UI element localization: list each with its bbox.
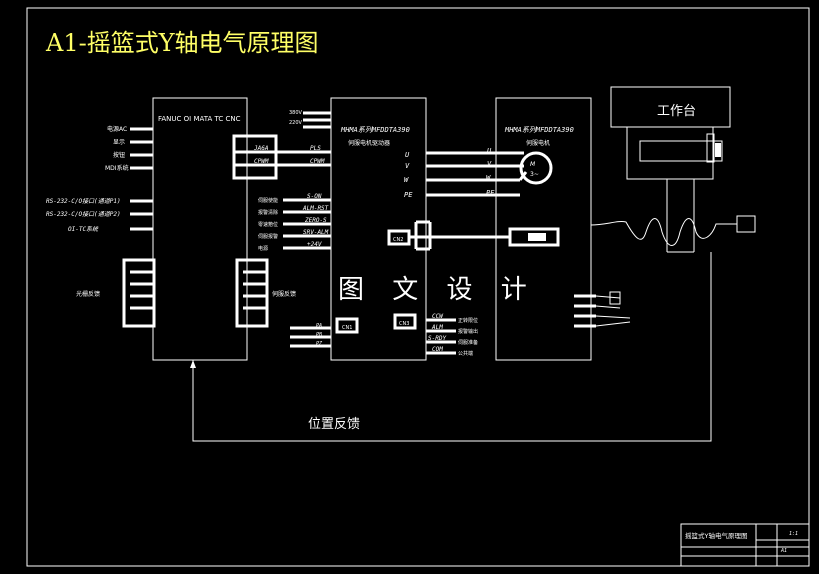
driver-bs-1: ALM xyxy=(431,324,443,331)
worktable-slide xyxy=(639,140,723,162)
driver-top-input-1: 220V xyxy=(289,120,303,126)
driver-subtitle: 伺服电机驱动器 xyxy=(348,139,390,147)
position-feedback-loop: 位置反馈 xyxy=(190,252,712,442)
driver-bsl-3: 公共端 xyxy=(458,350,473,357)
cnc-inputs: 电源AC 显示 按钮 MDI系统 RS-232-C/O接口(通道P1) RS-2… xyxy=(46,125,153,233)
driver-bsl-0: 正转限位 xyxy=(458,317,478,324)
worktable-base xyxy=(626,126,714,180)
driver-bs-2: S-RDY xyxy=(428,335,446,342)
driver-sig-right-0: PLS xyxy=(310,145,321,152)
driver-bs-3: COM xyxy=(432,346,443,353)
svg-text:3~: 3~ xyxy=(530,171,539,178)
servo-driver: MHMA系列MFDDTA390 伺服电机驱动器 380V 220V PLS CP… xyxy=(258,97,478,361)
motor-encoder xyxy=(508,227,560,247)
driver-name: MHMA系列MFDDTA390 xyxy=(340,126,410,134)
drawing-frame xyxy=(26,7,810,567)
motor-symbol xyxy=(519,151,553,185)
cnc-left-connector-label: 光栅反馈 xyxy=(76,290,100,298)
driver-pe: PE xyxy=(404,191,413,199)
cnc-jack-a: JA6A xyxy=(253,145,269,152)
servo-motor: MHMA系列MFDDTA390 伺服电机 U V W PE M 3~ xyxy=(409,97,631,361)
driver-w: W xyxy=(404,176,409,184)
cnc-left-connector xyxy=(122,258,156,328)
cnc-input-1: 显示 xyxy=(113,139,125,146)
title-block: 摇篮式Y轴电气原理图 1:1 A1 xyxy=(680,523,810,567)
driver-control-lines: 伺服使能 报警清除 零速箝位 伺服报警 电源 S-ON ALM-RST ZERO… xyxy=(258,193,331,252)
motor-name: MHMA系列MFDDTA390 xyxy=(504,126,574,134)
driver-bsl-2: 伺服准备 xyxy=(458,339,478,346)
ctrl-left-2: 零速箝位 xyxy=(258,221,278,228)
motor-limit-switches xyxy=(574,291,631,328)
cnc-rs-1: RS-232-C/O接口(通道P2) xyxy=(46,210,121,218)
motor-v: V xyxy=(487,160,492,168)
svg-text:M: M xyxy=(530,161,536,168)
cnc-right-connector-label: 伺服反馈 xyxy=(272,290,296,298)
cnc-input-3: MDI系统 xyxy=(105,164,129,172)
motor-w: W xyxy=(486,174,491,182)
ctrl-left-4: 电源 xyxy=(258,245,268,252)
cnc-label: FANUC OI MATA TC CNC xyxy=(158,115,241,123)
ctrl-right-0: S-ON xyxy=(307,193,322,200)
driver-v: V xyxy=(405,162,410,170)
driver-bs-0: CCW xyxy=(432,313,444,320)
ctrl-left-0: 伺服使能 xyxy=(258,197,278,204)
ctrl-right-2: ZERO-S xyxy=(304,217,327,224)
ctrl-left-1: 报警清除 xyxy=(258,209,278,216)
cnc-jack-box xyxy=(232,134,278,180)
screw-end-bearing xyxy=(736,215,756,233)
motor-subtitle: 伺服电机 xyxy=(526,139,550,147)
motor-pe: PE xyxy=(486,189,495,197)
ball-screw xyxy=(590,218,737,246)
driver-bsl-1: 报警输出 xyxy=(458,328,478,335)
driver-bottom-box-left-label: CN1 xyxy=(342,325,352,331)
driver-top-input-0: 380V xyxy=(289,110,303,116)
cnc-jack-b: CPWM xyxy=(254,158,269,165)
cnc-input-2: 按钮 xyxy=(113,151,125,159)
motor-box xyxy=(495,97,592,361)
driver-bottom-box-left xyxy=(335,317,359,334)
feedback-label: 位置反馈 xyxy=(308,417,360,432)
driver-bl-0: PA xyxy=(316,323,322,329)
cnc-rs-0: RS-232-C/O接口(通道P1) xyxy=(46,197,121,205)
cnc-right-connector xyxy=(235,258,269,328)
driver-bottom-box-right-label: CN3 xyxy=(399,321,409,327)
driver-bottom-box-right xyxy=(393,313,417,330)
driver-sig-right-1: CPWM xyxy=(310,158,325,165)
titleblock-drawing-no: A1 xyxy=(780,548,787,554)
ctrl-left-3: 伺服报警 xyxy=(258,233,278,240)
driver-box xyxy=(330,97,427,361)
motor-u: U xyxy=(487,147,492,155)
driver-u: U xyxy=(405,151,410,159)
cnc-input-0: 电源AC xyxy=(107,125,127,133)
driver-enc-label: CN2 xyxy=(393,237,403,243)
ctrl-right-4: +24V xyxy=(307,241,322,248)
driver-bl-2: PZ xyxy=(316,341,323,347)
worktable-label: 工作台 xyxy=(657,104,696,119)
titleblock-name: 摇篮式Y轴电气原理图 xyxy=(685,531,747,540)
cnc-unit: FANUC OI MATA TC CNC 电源AC 显示 按钮 MDI系统 RS… xyxy=(46,97,296,361)
cnc-oitc: OI-TC系统 xyxy=(68,225,99,233)
drawing-title: A1-摇篮式Y轴电气原理图 xyxy=(45,29,319,57)
ctrl-right-3: SRV-ALM xyxy=(303,229,329,236)
worktable: 工作台 xyxy=(590,86,756,253)
watermark: 图 文 设 计 xyxy=(338,275,537,305)
titleblock-scale: 1:1 xyxy=(789,531,798,537)
ctrl-right-1: ALM-RST xyxy=(302,205,329,212)
driver-bl-1: PB xyxy=(316,332,322,338)
